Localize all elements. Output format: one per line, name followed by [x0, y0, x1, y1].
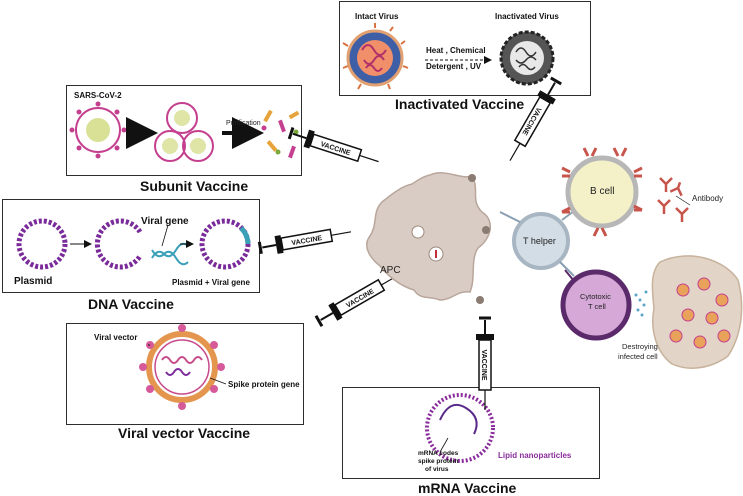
- apc-cell-icon: [366, 172, 491, 304]
- plasmid-plus-gene-label: Plasmid + Viral gene: [172, 278, 250, 287]
- apc-label: APC: [380, 265, 401, 276]
- subunit-syringe-icon: VACCINE: [286, 123, 383, 172]
- cytotoxic-t-cell-icon: [560, 269, 632, 341]
- fragmented-virus-cluster-icon: [154, 102, 214, 162]
- dna-syringe-icon: VACCINE: [257, 221, 354, 259]
- mrna-codes-label-1: mRNA codes: [418, 450, 459, 457]
- destroying-label-1: Destroying: [622, 342, 658, 351]
- plasmid-label: Plasmid: [14, 276, 53, 287]
- mrna-vaccine-panel: [342, 387, 600, 479]
- intact-virus-label: Intact Virus: [355, 12, 399, 21]
- cytotoxic-label-1: Cytotoxic: [580, 292, 611, 301]
- inactivated-vaccine-title: Inactivated Vaccine: [395, 96, 525, 112]
- lipid-nanoparticles-label: Lipid nanoparticles: [498, 451, 572, 460]
- open-plasmid-icon: [94, 218, 143, 270]
- inactivated-virus-label: Inactivated Virus: [495, 12, 559, 21]
- inactivated-virus-icon: [499, 30, 555, 86]
- purified-subunit-fragments-icon: [261, 109, 300, 159]
- spike-protein-gene-label: Spike protein gene: [228, 380, 300, 389]
- process-label-top: Heat , Chemical: [426, 46, 486, 55]
- mrna-codes-label-2: spike protein: [418, 458, 459, 465]
- b-cell-icon: [561, 147, 643, 237]
- dna-vaccine-panel: [2, 199, 260, 293]
- process-label-bottom: Detergent , UV: [426, 62, 482, 71]
- viral-gene-label: Viral gene: [141, 216, 189, 227]
- sars-cov-2-virus-icon: [69, 101, 127, 159]
- viral-vector-particle-icon: [139, 324, 225, 410]
- mrna-syringe-label: VACCINE: [480, 350, 487, 381]
- mrna-vaccine-title: mRNA Vaccine: [418, 480, 517, 496]
- cytotoxic-label-2: T cell: [588, 302, 606, 311]
- inactivated-syringe-icon: VACCINE: [500, 74, 566, 167]
- cytotoxic-dots-icon: [634, 290, 648, 317]
- viral-gene-helix-icon: [151, 242, 189, 266]
- mrna-codes-label-3: of virus: [425, 466, 449, 473]
- viral-vector-vaccine-title: Viral vector Vaccine: [118, 425, 251, 441]
- mrna-syringe-icon: VACCINE: [474, 316, 496, 412]
- antibody-label: Antibody: [692, 194, 724, 203]
- lipid-nanoparticle-icon: [425, 393, 495, 463]
- purification-label: Purification: [226, 120, 261, 127]
- t-helper-label: T helper: [523, 236, 556, 246]
- recombinant-plasmid-icon: [199, 218, 251, 270]
- subunit-vaccine-title: Subunit Vaccine: [140, 178, 249, 194]
- plasmid-icon: [16, 218, 68, 270]
- dna-vaccine-title: DNA Vaccine: [88, 296, 174, 312]
- intact-virus-icon: [342, 23, 409, 90]
- destroying-label-2: infected cell: [618, 352, 658, 361]
- viral-vector-label: Viral vector: [94, 333, 138, 342]
- infected-cell-icon: [651, 255, 743, 369]
- sars-cov-2-label: SARS-CoV-2: [74, 91, 122, 100]
- b-cell-label: B cell: [590, 186, 615, 197]
- antibody-cluster-icon: [657, 177, 689, 222]
- t-helper-cell-icon: [499, 207, 579, 277]
